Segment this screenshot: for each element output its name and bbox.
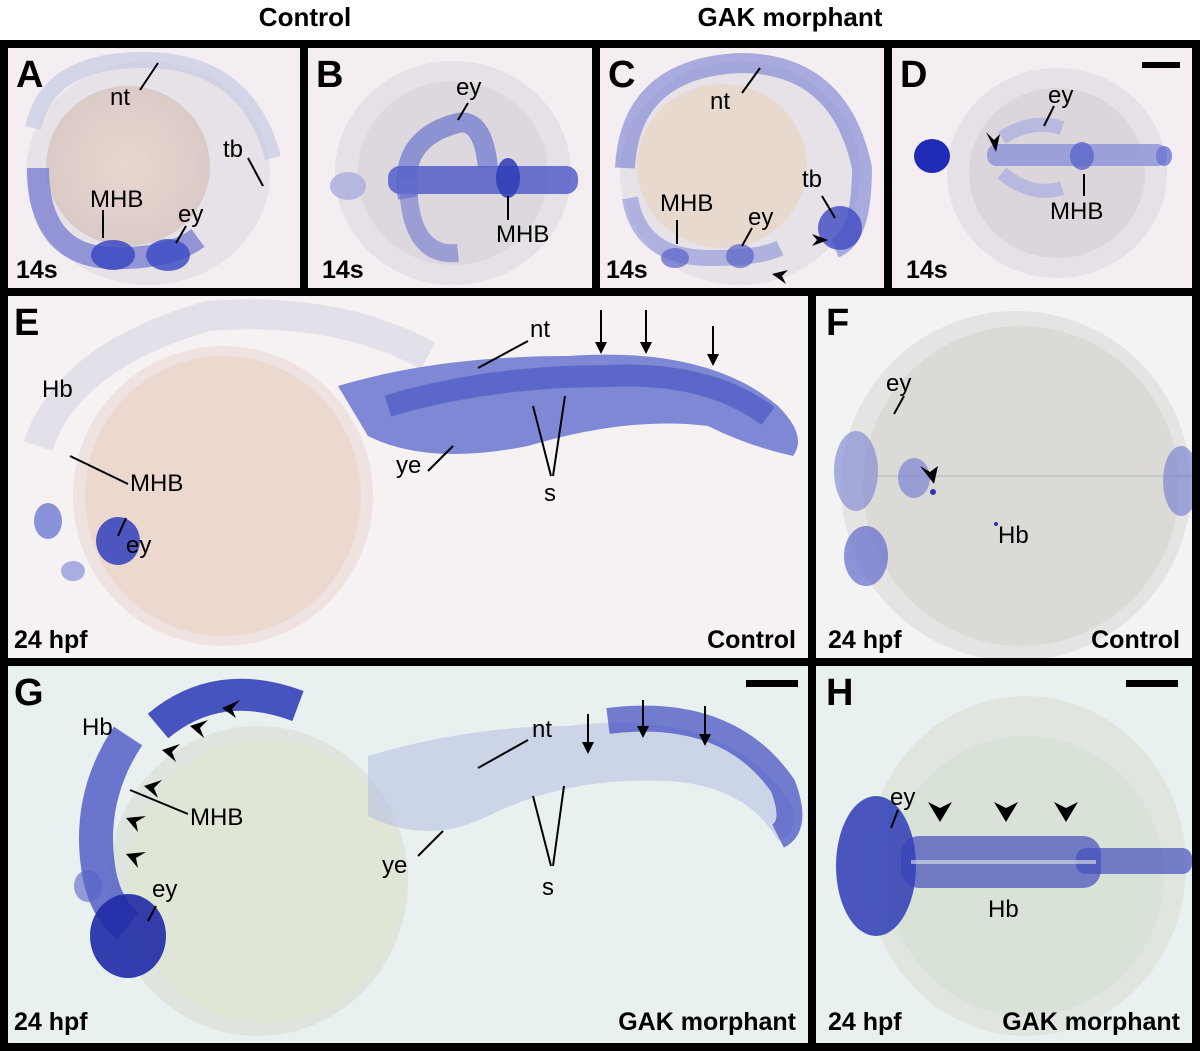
panel-f: F ey Hb 24 hpf Control	[816, 296, 1192, 658]
panel-letter-g: G	[14, 672, 44, 714]
panel-d-image	[914, 68, 1172, 278]
panel-letter-c: C	[608, 54, 636, 96]
condition-label-g: GAK morphant	[618, 1008, 796, 1036]
label-nt-e: nt	[530, 316, 551, 343]
label-s-g: s	[542, 874, 554, 901]
label-ey-c: ey	[748, 204, 774, 231]
label-s-e: s	[544, 480, 556, 507]
label-hb-g: Hb	[82, 714, 113, 741]
scale-bar-d	[1142, 62, 1180, 68]
label-ey-d: ey	[1048, 82, 1074, 109]
label-hb-h: Hb	[988, 896, 1019, 923]
panel-d: D ey MHB 14s	[892, 48, 1192, 288]
stage-label-e: 24 hpf	[14, 626, 88, 654]
panel-c: C nt tb MHB ey 14s	[600, 48, 884, 288]
label-nt-g: nt	[532, 716, 553, 743]
panel-letter-f: F	[826, 302, 850, 344]
label-nt-c: nt	[710, 88, 731, 115]
panel-letter-h: H	[826, 672, 854, 714]
label-mhb-a: MHB	[90, 186, 144, 213]
panel-b: B ey MHB 14s	[308, 48, 592, 288]
panel-f-image	[834, 311, 1192, 658]
label-mhb-c: MHB	[660, 190, 714, 217]
panel-h-image	[836, 696, 1192, 1036]
panel-g: G Hb MHB ey nt ye s 24 hpf GAK morphant	[8, 666, 808, 1043]
panel-a: A nt tb MHB ey 14s	[8, 48, 300, 288]
condition-label-f: Control	[1091, 626, 1180, 654]
label-mhb-b: MHB	[496, 221, 550, 248]
condition-label-e: Control	[707, 626, 796, 654]
label-hb-e: Hb	[42, 376, 73, 403]
label-ey-b: ey	[456, 74, 482, 101]
label-ey-h: ey	[890, 784, 916, 811]
stage-label-f: 24 hpf	[828, 626, 902, 654]
scale-bar-g	[746, 680, 798, 687]
panel-letter-e: E	[14, 302, 40, 344]
label-ey-a: ey	[178, 201, 204, 228]
label-ye-e: ye	[396, 452, 422, 479]
scale-bar-h	[1126, 680, 1178, 687]
label-hb-f: Hb	[998, 522, 1029, 549]
stage-label-h: 24 hpf	[828, 1008, 902, 1036]
panel-letter-b: B	[316, 54, 344, 96]
label-mhb-e: MHB	[130, 470, 184, 497]
label-tb-a: tb	[223, 136, 244, 163]
panel-letter-d: D	[900, 54, 928, 96]
panel-h: H ey Hb 24 hpf GAK morphant	[816, 666, 1192, 1043]
condition-label-h: GAK morphant	[1002, 1008, 1180, 1036]
label-ey-g: ey	[152, 876, 178, 903]
panel-e-image	[23, 299, 798, 646]
column-title-control: Control	[258, 2, 352, 32]
stage-label-b: 14s	[322, 256, 364, 284]
label-tb-c: tb	[802, 166, 823, 193]
label-ye-g: ye	[382, 852, 408, 879]
label-nt-a: nt	[110, 84, 131, 111]
stage-label-a: 14s	[16, 256, 58, 284]
panel-a-image	[25, 51, 281, 285]
panel-c-image	[615, 52, 873, 285]
label-ey-f: ey	[886, 370, 912, 397]
label-ey-e: ey	[126, 532, 152, 559]
stage-label-g: 24 hpf	[14, 1008, 88, 1036]
stage-label-d: 14s	[906, 256, 948, 284]
column-title-morphant: GAK morphant	[697, 2, 883, 32]
panel-letter-a: A	[16, 54, 44, 96]
label-mhb-d: MHB	[1050, 198, 1104, 225]
stage-label-c: 14s	[606, 256, 648, 284]
label-mhb-g: MHB	[190, 804, 244, 831]
panel-e: E Hb MHB ey nt ye s 24 hpf Control	[8, 296, 808, 658]
panel-b-image	[330, 61, 578, 285]
panel-g-image	[74, 678, 803, 1036]
